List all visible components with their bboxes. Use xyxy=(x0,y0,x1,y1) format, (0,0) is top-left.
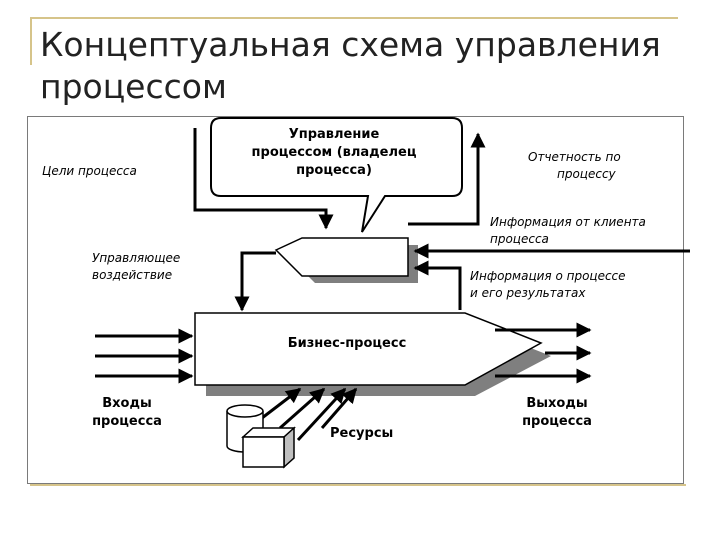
inputs-line-1: Входы xyxy=(102,396,151,411)
frame-left-line xyxy=(30,17,32,65)
control-action-flow: Управляющее воздействие xyxy=(92,251,276,312)
input-arrows: Входы процесса xyxy=(92,328,194,429)
reporting-line-2: процессу xyxy=(557,167,617,181)
outputs-line-1: Выходы xyxy=(526,396,587,411)
manager-callout: Управление процессом (владелец процесса) xyxy=(210,117,463,233)
cube-icon xyxy=(241,426,296,469)
resources-label: Ресурсы xyxy=(330,426,393,441)
frame-top-line xyxy=(30,17,678,19)
manager-line-1: Управление xyxy=(289,127,380,142)
reporting-flow: Отчетность по процессу xyxy=(408,132,621,226)
goals-label: Цели процесса xyxy=(42,164,137,178)
management-block xyxy=(274,237,418,283)
control-action-line-2: воздействие xyxy=(92,268,172,282)
manager-line-2: процессом (владелец xyxy=(252,145,417,160)
page-title: Концептуальная схема управления процессо… xyxy=(40,25,661,106)
process-info-line-2: и его результатах xyxy=(470,286,586,300)
client-info-flow: Информация от клиента процесса xyxy=(413,215,690,259)
control-action-line-1: Управляющее xyxy=(92,251,180,265)
outputs-line-2: процесса xyxy=(522,414,592,429)
frame-bottom-line xyxy=(30,484,686,486)
business-process-block: Бизнес-процесс xyxy=(194,312,551,396)
process-info-flow: Информация о процессе и его результатах xyxy=(413,260,626,310)
output-arrows: Выходы процесса xyxy=(495,322,592,429)
reporting-line-1: Отчетность по xyxy=(528,150,621,164)
goals-flow: Цели процесса xyxy=(42,128,334,230)
client-info-line-2: процесса xyxy=(490,232,549,246)
business-process-label: Бизнес-процесс xyxy=(288,336,407,351)
inputs-line-2: процесса xyxy=(92,414,162,429)
manager-line-3: процесса) xyxy=(296,163,372,178)
process-info-line-1: Информация о процессе xyxy=(470,269,626,283)
client-info-line-1: Информация от клиента xyxy=(490,215,646,229)
resource-arrows: Ресурсы xyxy=(261,387,393,442)
